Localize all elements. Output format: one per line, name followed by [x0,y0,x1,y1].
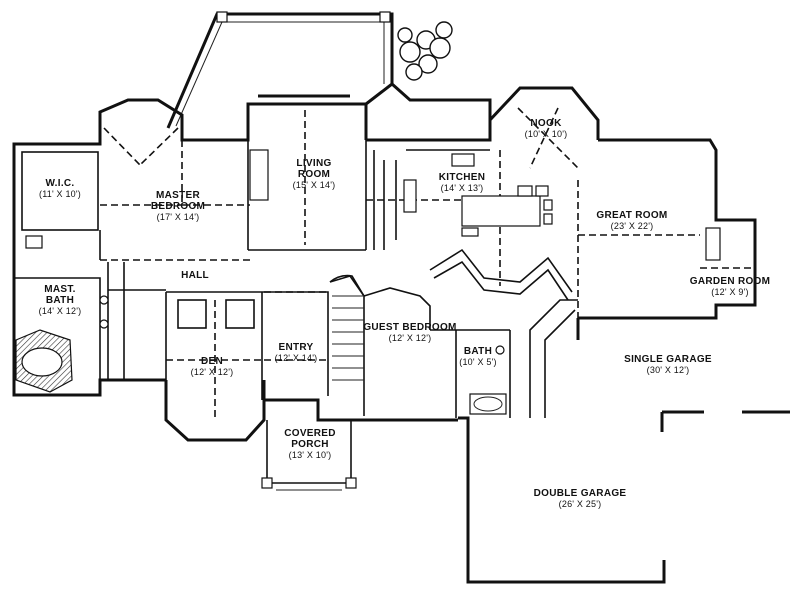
room-dimension: (10' X 10') [524,129,568,139]
exterior-walls [12,82,790,584]
room-dimension: (13' X 10') [288,450,332,460]
room-label-single-garage: SINGLE GARAGE (30' X 12') [624,354,712,376]
room-dimension: (12' X 14') [274,353,318,363]
room-label-master-bedroom: MASTER BEDROOM (17' X 14') [143,190,213,223]
room-label-master-bath: MAST. BATH (14' X 12') [36,284,84,317]
room-dimension: (26' X 25') [558,499,602,509]
interior-walls [14,140,578,418]
room-label-entry: ENTRY (12' X 14') [275,342,318,364]
room-label-garden-room: GARDEN ROOM (12' X 9') [690,276,771,298]
bar-counter [429,248,573,301]
room-label-covered-porch: COVERED PORCH (13' X 10') [278,428,342,461]
room-label-double-garage: DOUBLE GARAGE (26' X 25') [534,488,627,510]
room-label-hall: HALL [181,270,209,281]
room-label-kitchen: KITCHEN (14' X 13') [439,172,486,194]
room-name: MAST. BATH [44,284,76,306]
staircase [329,274,365,381]
room-dimension: (12' X 9') [711,287,749,297]
room-dimension: (12' X 12') [388,333,432,343]
room-dimension: (14' X 12') [38,306,82,316]
room-label-wic: W.I.C. (11' X 10') [39,178,81,200]
tree-cluster [397,21,453,81]
master-bath-fixtures [15,235,109,393]
room-label-living-room: LIVING ROOM (15' X 14') [286,158,342,191]
porch-posts [261,420,357,491]
room-dimension: (10' X 5') [459,357,497,367]
room-dimension: (14' X 13') [440,183,484,193]
room-name: LIVING ROOM [296,158,332,180]
room-dimension: (23' X 22') [610,221,654,231]
room-name: ENTRY [278,342,314,353]
room-dimension: (11' X 10') [39,189,81,199]
room-label-nook: NOOK (10' X 10') [525,118,568,140]
room-label-den: DEN (12' X 12') [191,356,234,378]
room-label-great-room: GREAT ROOM (23' X 22') [596,210,667,232]
room-label-bath: BATH (10' X 5') [459,346,496,368]
room-dimension: (17' X 14') [156,212,200,222]
kitchen-fixtures [249,149,553,237]
room-dimension: (12' X 12') [190,367,234,377]
zone-boundaries [100,107,755,420]
room-name: KITCHEN [438,172,486,183]
guest-bath-tub [469,345,507,415]
room-name: DOUBLE GARAGE [533,488,627,499]
fireplace [705,227,721,261]
room-name: GARDEN ROOM [689,276,771,287]
room-name: GUEST BEDROOM [363,322,457,333]
room-name: MASTER BEDROOM [150,190,206,212]
room-dimension: (15' X 14') [292,180,336,190]
room-name: W.I.C. [45,178,75,189]
rear-terrace [166,11,394,129]
room-name: COVERED PORCH [284,428,336,450]
room-name: HALL [181,270,209,281]
room-dimension: (30' X 12') [646,365,690,375]
room-name: BATH [463,346,493,357]
room-name: NOOK [530,118,562,129]
room-name: GREAT ROOM [596,210,668,221]
room-name: SINGLE GARAGE [624,354,712,365]
room-name: DEN [200,356,223,367]
room-label-guest-bedroom: GUEST BEDROOM (12' X 12') [363,322,456,344]
